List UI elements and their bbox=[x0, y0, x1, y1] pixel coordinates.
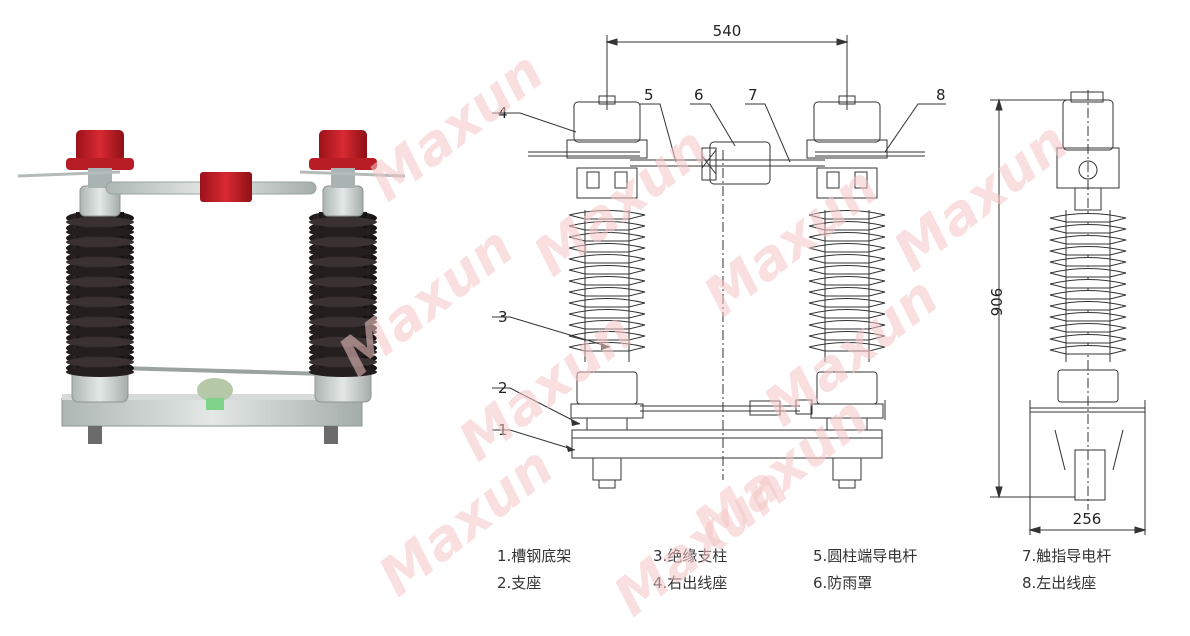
front-shed bbox=[568, 210, 646, 220]
product-photo bbox=[17, 130, 406, 444]
side-shed bbox=[1049, 257, 1127, 267]
legend-item-1: 1.槽钢底架 bbox=[497, 547, 572, 565]
front-shed bbox=[808, 309, 886, 319]
front-shed bbox=[568, 265, 646, 275]
legend-item-4: 4.右出线座 bbox=[653, 574, 728, 592]
callout-4: 4 bbox=[498, 104, 508, 122]
callout-5: 5 bbox=[644, 86, 654, 104]
front-shed bbox=[568, 331, 646, 341]
callout-3: 3 bbox=[498, 308, 508, 326]
photo-column-left bbox=[66, 130, 134, 403]
dimension-height-label: 906 bbox=[987, 288, 1005, 317]
legend-col-3: 5.圆柱端导电杆 6.防雨罩 bbox=[813, 543, 917, 597]
side-shed bbox=[1049, 345, 1127, 355]
legend-item-7: 7.触指导电杆 bbox=[1022, 547, 1112, 565]
front-shed bbox=[808, 221, 886, 231]
photo-column-right bbox=[309, 130, 377, 403]
side-view-drawing: 906 256 bbox=[987, 90, 1147, 535]
legend-item-3: 3.绝缘支柱 bbox=[653, 547, 728, 565]
front-shed bbox=[808, 210, 886, 220]
callout-1: 1 bbox=[498, 421, 508, 439]
front-shed bbox=[808, 298, 886, 308]
dimension-width-label: 540 bbox=[713, 22, 742, 40]
side-shed bbox=[1049, 279, 1127, 289]
callout-7: 7 bbox=[748, 86, 758, 104]
front-column bbox=[806, 95, 888, 489]
front-shed bbox=[808, 320, 886, 330]
front-shed bbox=[568, 254, 646, 264]
front-shed bbox=[808, 243, 886, 253]
front-shed bbox=[568, 298, 646, 308]
legend-item-2: 2.支座 bbox=[497, 574, 542, 592]
callout-2: 2 bbox=[498, 379, 508, 397]
side-shed bbox=[1049, 235, 1127, 245]
front-shed bbox=[808, 232, 886, 242]
side-shed bbox=[1049, 246, 1127, 256]
front-rain-cover bbox=[709, 141, 771, 185]
callout-6: 6 bbox=[694, 86, 704, 104]
front-shed bbox=[568, 320, 646, 330]
legend-item-6: 6.防雨罩 bbox=[813, 574, 873, 592]
side-column bbox=[1049, 187, 1127, 403]
side-shed bbox=[1049, 312, 1127, 322]
side-shed bbox=[1049, 224, 1127, 234]
front-shed bbox=[808, 331, 886, 341]
legend-col-1: 1.槽钢底架 2.支座 bbox=[497, 543, 571, 597]
front-shed bbox=[568, 276, 646, 286]
legend-col-4: 7.触指导电杆 8.左出线座 bbox=[1022, 543, 1111, 597]
dimension-side-width-label: 256 bbox=[1073, 510, 1102, 528]
side-shed bbox=[1049, 334, 1127, 344]
side-shed bbox=[1049, 323, 1127, 333]
front-shed bbox=[808, 265, 886, 275]
side-shed bbox=[1049, 213, 1127, 223]
front-view-drawing: 540 1 2 3 4 5 6 7 8 bbox=[492, 22, 946, 489]
front-column bbox=[566, 95, 648, 489]
front-shed bbox=[808, 342, 886, 352]
side-shed bbox=[1049, 301, 1127, 311]
side-shed bbox=[1049, 290, 1127, 300]
side-shed bbox=[1049, 268, 1127, 278]
front-shed bbox=[568, 221, 646, 231]
photo-red-cap bbox=[76, 130, 124, 162]
front-shed bbox=[808, 276, 886, 286]
front-shed bbox=[568, 243, 646, 253]
legend-col-2: 3.绝缘支柱 4.右出线座 bbox=[653, 543, 727, 597]
callout-8: 8 bbox=[936, 86, 946, 104]
photo-rain-cover bbox=[200, 172, 252, 202]
photo-red-cap bbox=[319, 130, 367, 162]
front-base bbox=[571, 429, 883, 459]
legend-item-5: 5.圆柱端导电杆 bbox=[813, 547, 918, 565]
front-shed bbox=[568, 232, 646, 242]
front-shed bbox=[808, 287, 886, 297]
front-shed bbox=[568, 287, 646, 297]
front-shed bbox=[808, 254, 886, 264]
legend-item-8: 8.左出线座 bbox=[1022, 574, 1097, 592]
front-shed bbox=[568, 309, 646, 319]
